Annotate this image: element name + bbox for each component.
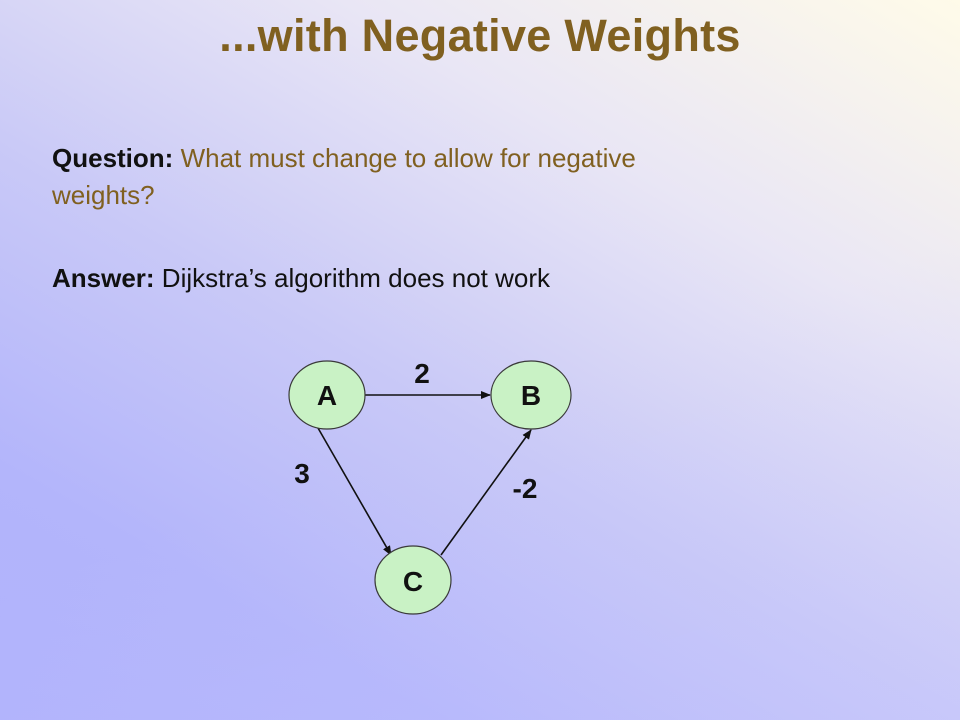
edge-a-b-weight: 2 xyxy=(414,358,430,389)
node-c-label: C xyxy=(403,566,423,597)
answer-label: Answer: xyxy=(52,263,155,293)
answer-paragraph: Answer: Dijkstra’s algorithm does not wo… xyxy=(52,260,752,297)
node-b-label: B xyxy=(521,380,541,411)
edge-c-b-weight: -2 xyxy=(513,473,538,504)
node-a: A xyxy=(288,360,366,430)
edge-c-to-b xyxy=(440,429,532,556)
node-b: B xyxy=(490,360,572,430)
node-a-label: A xyxy=(317,380,337,411)
answer-text: Dijkstra’s algorithm does not work xyxy=(154,263,551,293)
question-paragraph: Question: What must change to allow for … xyxy=(52,140,692,214)
edge-a-c-weight: 3 xyxy=(294,458,310,489)
node-c: C xyxy=(374,545,452,615)
question-text: What must change to allow for negative w… xyxy=(52,143,636,210)
edge-a-to-c xyxy=(317,427,392,556)
slide-title: ...with Negative Weights xyxy=(219,10,741,61)
question-label: Question: xyxy=(52,143,174,173)
